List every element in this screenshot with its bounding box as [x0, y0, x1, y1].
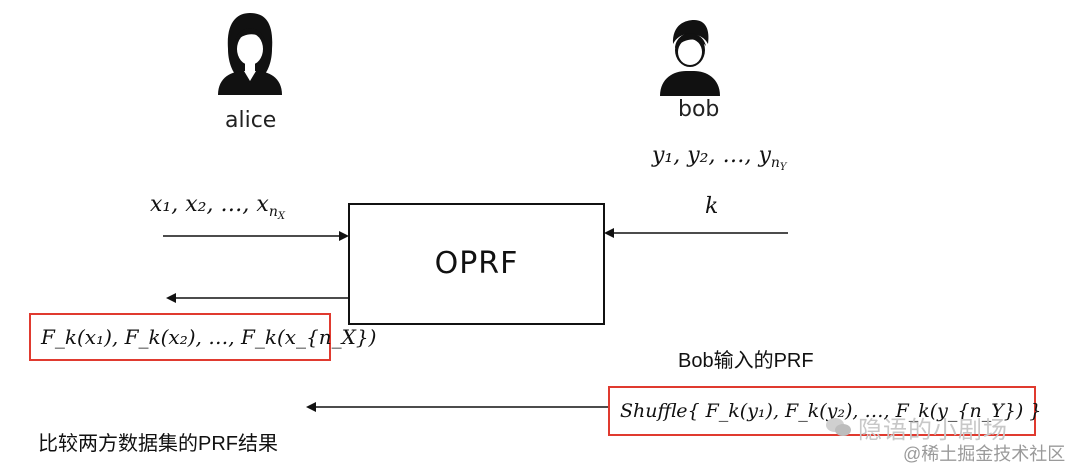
- bob-key: k: [705, 194, 719, 219]
- alice-inputs: x₁, x₂, …, xnX: [150, 192, 285, 222]
- alice-label: alice: [225, 108, 277, 133]
- bob-inputs: y₁, y₂, …, ynY: [652, 143, 787, 173]
- bob-label: bob: [678, 97, 720, 122]
- bob-prf-caption: Bob输入的PRF: [678, 350, 814, 372]
- alice-output-text: F_k(x₁), F_k(x₂), …, F_k(x_{n_X}): [41, 325, 377, 349]
- wechat-icon: [826, 417, 852, 438]
- person-male-icon: [660, 20, 720, 96]
- alice-output-box: F_k(x₁), F_k(x₂), …, F_k(x_{n_X}): [29, 313, 376, 361]
- wechat-watermark-text: 隐语的小剧场: [858, 417, 1008, 444]
- person-female-icon: [218, 13, 282, 95]
- wechat-watermark: 隐语的小剧场: [826, 410, 1008, 445]
- bob-output-text: Shuffle{ F_k(y₁), F_k(y₂), …, F_k(y_{n_Y…: [620, 400, 1042, 422]
- bob-output-box: Shuffle{ F_k(y₁), F_k(y₂), …, F_k(y_{n_Y…: [608, 386, 1041, 436]
- juejin-watermark: @稀土掘金技术社区: [903, 444, 1066, 464]
- oprf-label: OPRF: [434, 246, 519, 281]
- oprf-box: [348, 203, 605, 325]
- compare-caption: 比较两方数据集的PRF结果: [38, 433, 278, 455]
